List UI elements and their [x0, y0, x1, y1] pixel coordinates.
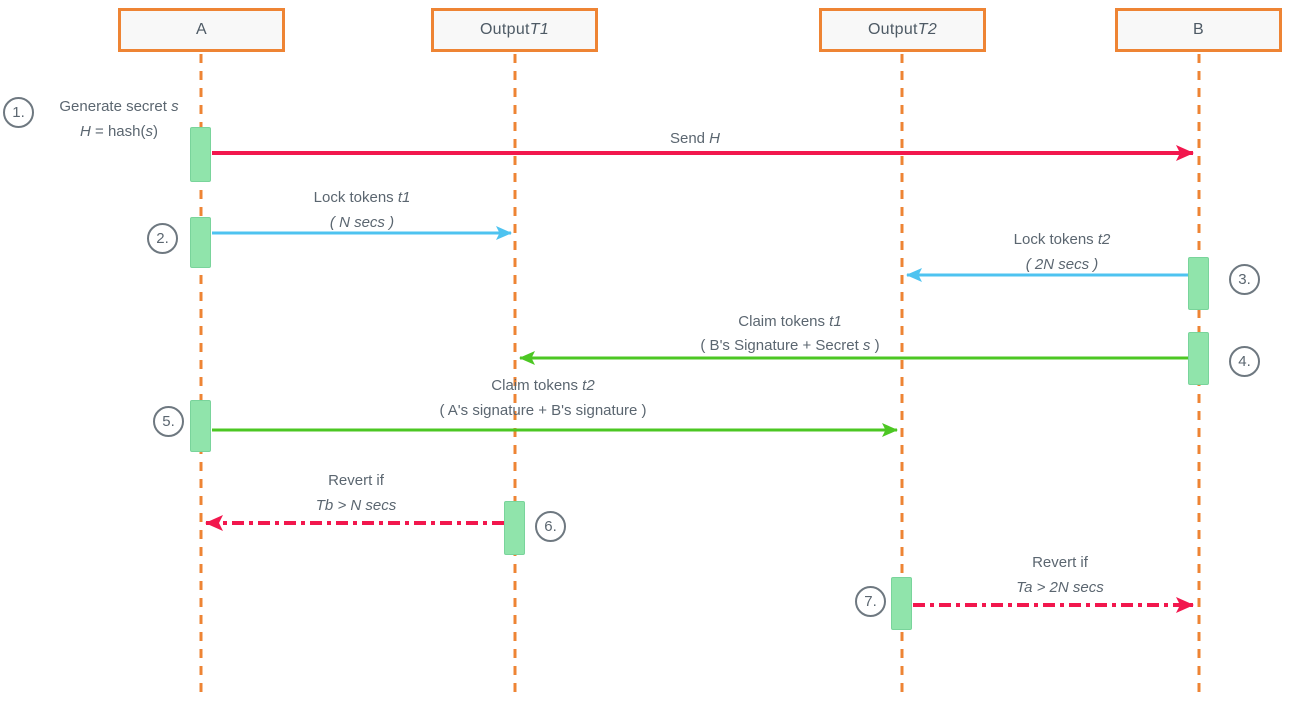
message-label-lock-t1: Lock tokens t1 ( N secs ) [314, 185, 411, 235]
message-line: Claim tokens t1 [738, 313, 842, 330]
message-label-claim-t2: Claim tokens t2 ( A's signature + B's si… [439, 373, 646, 423]
message-line: Claim tokens t2 [491, 377, 595, 394]
activation-bar-step1-a [190, 127, 211, 182]
participant-output-t2: Output T2 [819, 8, 986, 52]
message-line: Tb > N secs [315, 497, 397, 514]
activation-bar-step5-a [190, 400, 211, 452]
step-circle-5: 5. [153, 406, 184, 437]
participant-label-var: T2 [917, 21, 938, 38]
activation-bar-step2-a [190, 217, 211, 268]
message-label-send-h: Send H [670, 126, 720, 151]
participant-b: B [1115, 8, 1282, 52]
message-line: ( 2N secs ) [1025, 256, 1099, 273]
message-line: Ta > 2N secs [1016, 579, 1104, 596]
message-label-revert-t1: Revert if Tb > N secs [316, 468, 396, 518]
step-circle-3: 3. [1229, 264, 1260, 295]
step-circle-7: 7. [855, 586, 886, 617]
message-line: Revert if [1032, 554, 1088, 571]
activation-bar-step3-b [1188, 257, 1209, 310]
participant-label: A [196, 21, 207, 38]
step-circle-6: 6. [535, 511, 566, 542]
note-line-2: H = hash(s) [80, 123, 158, 140]
message-line: Lock tokens t1 [313, 189, 411, 206]
participant-output-t1: Output T1 [431, 8, 598, 52]
activation-bar-step4-b [1188, 332, 1209, 385]
message-line: ( N secs ) [329, 214, 395, 231]
message-line: Lock tokens t2 [1013, 231, 1111, 248]
participant-label: Output [479, 21, 530, 38]
activation-bar-step7-t2 [891, 577, 912, 630]
message-label-claim-t1: Claim tokens t1 ( B's Signature + Secret… [700, 310, 879, 358]
step-circle-1: 1. [3, 97, 34, 128]
message-label-revert-t2: Revert if Ta > 2N secs [1016, 550, 1103, 600]
step-circle-4: 4. [1229, 346, 1260, 377]
message-line: Revert if [328, 472, 384, 489]
message-label-lock-t2: Lock tokens t2 ( 2N secs ) [1014, 227, 1111, 277]
note-line-1: Generate secret s [59, 98, 179, 115]
message-line: Send H [669, 130, 721, 147]
participant-label: B [1193, 21, 1204, 38]
message-line: ( A's signature + B's signature ) [439, 402, 647, 419]
participant-a: A [118, 8, 285, 52]
note-generate-secret: Generate secret s H = hash(s) [59, 94, 178, 144]
step-circle-2: 2. [147, 223, 178, 254]
activation-bar-step6-t1 [504, 501, 525, 555]
participant-label-var: T1 [529, 21, 550, 38]
message-line: ( B's Signature + Secret s ) [700, 337, 880, 354]
participant-label: Output [867, 21, 918, 38]
